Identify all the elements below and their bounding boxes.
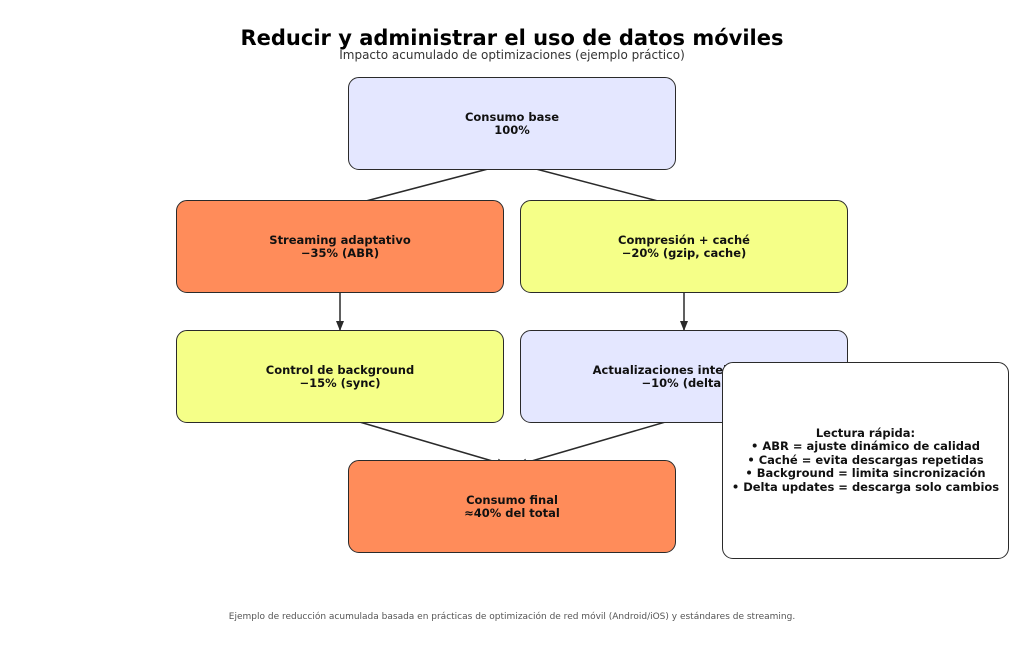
edge-bg-to-final — [345, 417, 507, 467]
note-item: • ABR = ajuste dinámico de calidad — [750, 439, 981, 454]
node-value: −35% (ABR) — [300, 245, 380, 260]
footer-caption: Ejemplo de reducción acumulada basada en… — [228, 612, 796, 622]
node-consumo-final: Consumo final ≈40% del total — [348, 460, 676, 553]
note-item: • Caché = evita descargas repetidas — [747, 452, 984, 467]
node-label: Control de background — [265, 362, 415, 377]
node-label: Consumo final — [466, 492, 558, 507]
node-value: −10% (delta) — [641, 375, 727, 390]
node-value: 100% — [494, 122, 530, 137]
node-value: ≈40% del total — [464, 505, 560, 520]
edge-base-to-comp — [516, 163, 678, 208]
node-value: −20% (gzip, cache) — [621, 245, 747, 260]
node-value: −15% (sync) — [299, 375, 381, 390]
node-consumo-base: Consumo base 100% — [348, 77, 676, 170]
diagram-subtitle: Impacto acumulado de optimizaciones (eje… — [339, 48, 685, 62]
note-item: • Background = limita sincronización — [745, 466, 986, 481]
legend-note-box: Lectura rápida: • ABR = ajuste dinámico … — [722, 362, 1009, 559]
node-label: Compresión + caché — [618, 232, 750, 247]
edge-delta-to-final — [517, 417, 680, 467]
note-item: • Delta updates = descarga solo cambios — [731, 479, 1000, 494]
edge-base-to-abr — [346, 163, 508, 208]
node-control-background: Control de background −15% (sync) — [176, 330, 504, 423]
node-label: Consumo base — [464, 109, 560, 124]
diagram-title: Reducir y administrar el uso de datos mó… — [240, 26, 784, 50]
node-compresion-cache: Compresión + caché −20% (gzip, cache) — [520, 200, 848, 293]
node-streaming-adaptativo: Streaming adaptativo −35% (ABR) — [176, 200, 504, 293]
node-label: Streaming adaptativo — [269, 232, 411, 247]
note-title: Lectura rápida: — [815, 425, 916, 440]
